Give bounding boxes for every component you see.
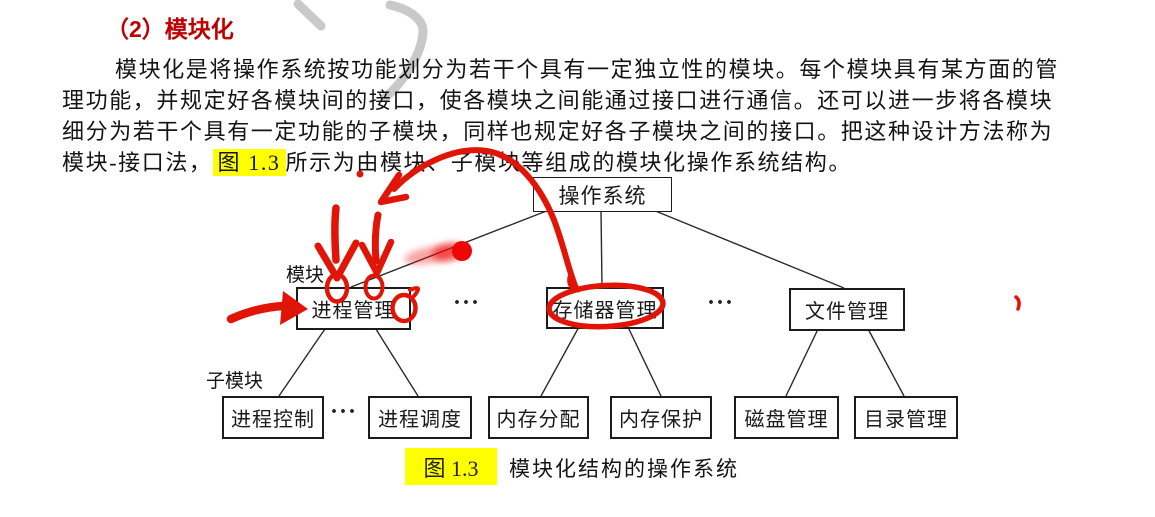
connector-os-file — [652, 209, 845, 289]
line4-prefix: 模块-接口法， — [62, 150, 213, 175]
node-file-management: 文件管理 — [789, 288, 905, 331]
figure-reference-highlight: 图 1.3 — [212, 149, 286, 176]
node-process-management: 进程管理 — [296, 287, 411, 330]
submodule-level-label: 子模块 — [206, 371, 264, 392]
connector-memory-protect — [626, 324, 662, 397]
section-heading: （2）模块化 — [106, 16, 234, 42]
connector-os-memory — [600, 209, 603, 288]
module-level-label: 模块 — [286, 265, 325, 286]
connector-memory-alloc — [540, 324, 581, 397]
node-process-scheduling: 进程调度 — [368, 396, 472, 439]
node-operating-system: 操作系统 — [533, 177, 672, 212]
line4-suffix: 所示为由模块、子模块等组成的模块化操作系统结构。 — [285, 150, 852, 175]
ellipsis-submodules: ··· — [330, 399, 358, 425]
node-memory-protection: 内存保护 — [610, 396, 712, 439]
node-process-control: 进程控制 — [222, 396, 324, 439]
connector-file-disk — [785, 326, 820, 397]
connector-process-control — [278, 325, 328, 397]
paragraph-line-1: 模块化是将操作系统按功能划分为若干个具有一定独立性的模块。每个模块具有某方面的管 — [115, 57, 1060, 82]
node-memory-management: 存储器管理 — [546, 287, 664, 329]
figure-caption-ref-highlight: 图 1.3 — [405, 448, 497, 485]
ellipsis-modules-left: ··· — [453, 290, 481, 316]
node-directory-management: 目录管理 — [854, 396, 958, 439]
node-memory-allocation: 内存分配 — [488, 396, 589, 439]
connector-process-schedule — [373, 325, 419, 397]
connector-file-directory — [866, 326, 905, 397]
connector-os-process — [350, 209, 550, 288]
node-disk-management: 磁盘管理 — [734, 396, 839, 439]
figure-caption-text: 模块化结构的操作系统 — [509, 457, 739, 481]
ellipsis-modules-right: ··· — [707, 290, 735, 316]
paragraph-line-3: 细分为若干个具有一定功能的子模块，同样也规定好各子模块之间的接口。把这种设计方法… — [62, 119, 1054, 144]
paragraph-line-2: 理功能，并规定好各模块间的接口，使各模块之间能通过接口进行通信。还可以进一步将各… — [62, 88, 1054, 113]
watermark-stroke — [293, 0, 428, 103]
